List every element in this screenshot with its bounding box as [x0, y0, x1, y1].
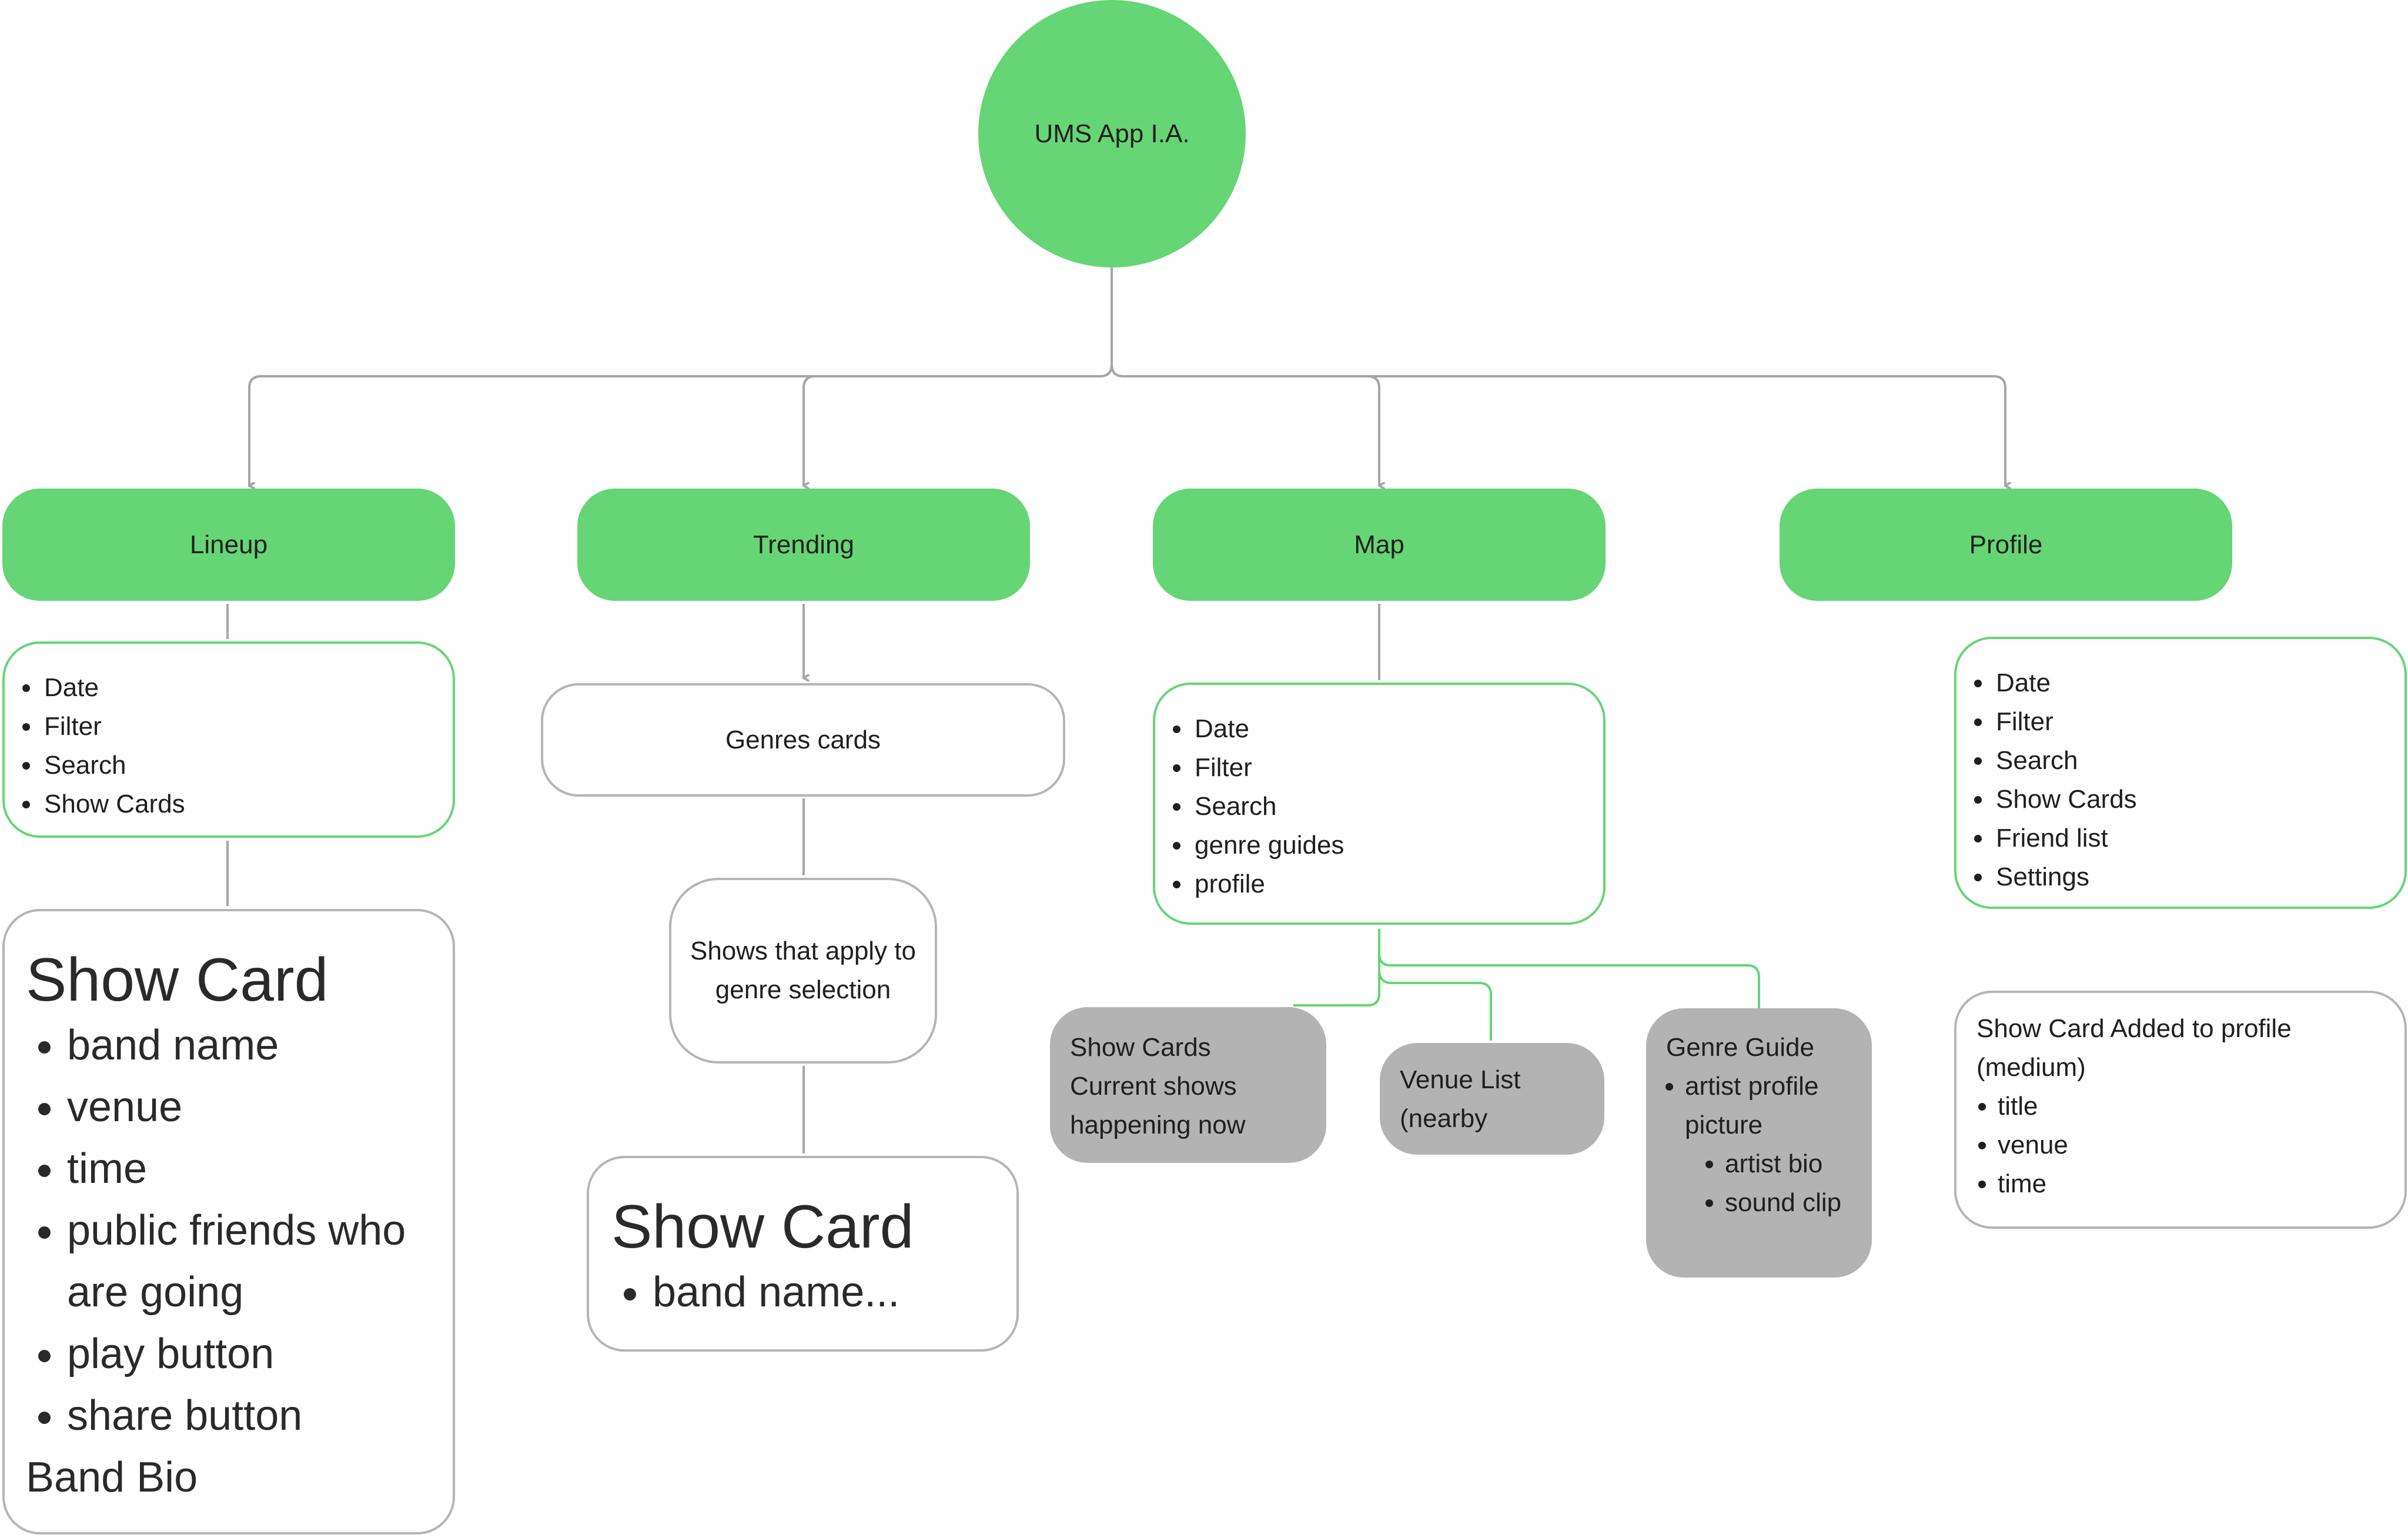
connector-map-venues [1378, 929, 1492, 1041]
list-item: venue [67, 1076, 441, 1138]
section-lineup: Lineup [2, 489, 455, 601]
profile-show-card-node: Show Card Added to profile (medium) titl… [1954, 991, 2407, 1229]
map-venue-list-node: Venue List (nearby [1380, 1043, 1604, 1155]
section-lineup-label: Lineup [189, 530, 268, 559]
list-item: Filter [42, 707, 441, 746]
list-item: Date [1994, 664, 2393, 703]
list-item: Show Cards [42, 785, 441, 824]
list-item: Date [1192, 710, 1591, 748]
map-show-cards-desc: Current shows happening now [1070, 1072, 1246, 1139]
list-item: Search [1192, 787, 1591, 826]
list-item: artist profile picture [1685, 1067, 1862, 1145]
list-item: artist bio [1725, 1145, 1862, 1183]
connector-map-genreguide [1378, 929, 1760, 1008]
lineup-show-card: Show Card band name venue time public fr… [2, 909, 455, 1534]
list-item: share button [67, 1385, 441, 1447]
genre-shows-node: Shows that apply to genre selection [669, 878, 937, 1064]
list-item: title [1998, 1087, 2387, 1126]
section-trending: Trending [577, 489, 1030, 601]
list-item: Search [42, 746, 441, 785]
profile-feature-list: Date Filter Search Show Cards Friend lis… [1954, 637, 2407, 909]
list-item: band name... [653, 1262, 1005, 1323]
lineup-feature-list: Date Filter Search Show Cards [2, 641, 455, 838]
map-feature-list: Date Filter Search genre guides profile [1153, 683, 1606, 925]
section-profile-label: Profile [1969, 530, 2043, 559]
map-genre-guide-node: Genre Guide artist profile picture artis… [1646, 1008, 1872, 1278]
band-bio-label: Band Bio [26, 1454, 198, 1501]
map-show-cards-node: Show Cards Current shows happening now [1050, 1007, 1326, 1163]
map-show-cards-title: Show Cards [1070, 1033, 1211, 1062]
list-item: play button [67, 1323, 441, 1385]
list-item: Search [1994, 741, 2393, 780]
list-item: time [67, 1138, 441, 1200]
connector-root-lineup [248, 364, 1113, 486]
section-trending-label: Trending [752, 530, 855, 559]
profile-show-card-title: Show Card Added to profile (medium) [1976, 1014, 2292, 1082]
root-label: UMS App I.A. [1034, 119, 1190, 148]
root-node: UMS App I.A. [978, 0, 1246, 268]
show-card-title: Show Card [611, 1193, 914, 1261]
list-item: Date [42, 668, 441, 707]
list-item: Friend list [1994, 819, 2393, 858]
trending-show-card: Show Card band name... [587, 1156, 1019, 1352]
list-item: Settings [1994, 858, 2393, 897]
section-map: Map [1153, 489, 1606, 601]
genres-cards-label: Genres cards [725, 725, 881, 754]
list-item: public friends who are going [67, 1200, 441, 1323]
connector-root-map [1111, 364, 1379, 486]
list-item: sound clip [1725, 1183, 1862, 1222]
list-item: venue [1998, 1126, 2387, 1165]
genres-cards-node: Genres cards [541, 683, 1065, 797]
list-item: time [1998, 1165, 2387, 1203]
genre-guide-title: Genre Guide [1666, 1033, 1814, 1062]
connector-root-trending [802, 364, 1113, 486]
list-item: Filter [1192, 748, 1591, 787]
section-profile: Profile [1780, 489, 2232, 601]
venue-list-label: Venue List (nearby [1400, 1065, 1521, 1133]
list-item: Show Cards [1994, 780, 2393, 819]
list-item: band name [67, 1015, 441, 1076]
list-item: profile [1192, 865, 1591, 904]
list-item: genre guides [1192, 826, 1591, 865]
genre-shows-label: Shows that apply to genre selection [690, 937, 916, 1004]
connector-root-profile [1111, 364, 2005, 486]
list-item: Filter [1994, 703, 2393, 741]
connector-map-showcards [1293, 929, 1380, 1007]
show-card-title: Show Card [26, 946, 329, 1014]
section-map-label: Map [1354, 530, 1404, 559]
